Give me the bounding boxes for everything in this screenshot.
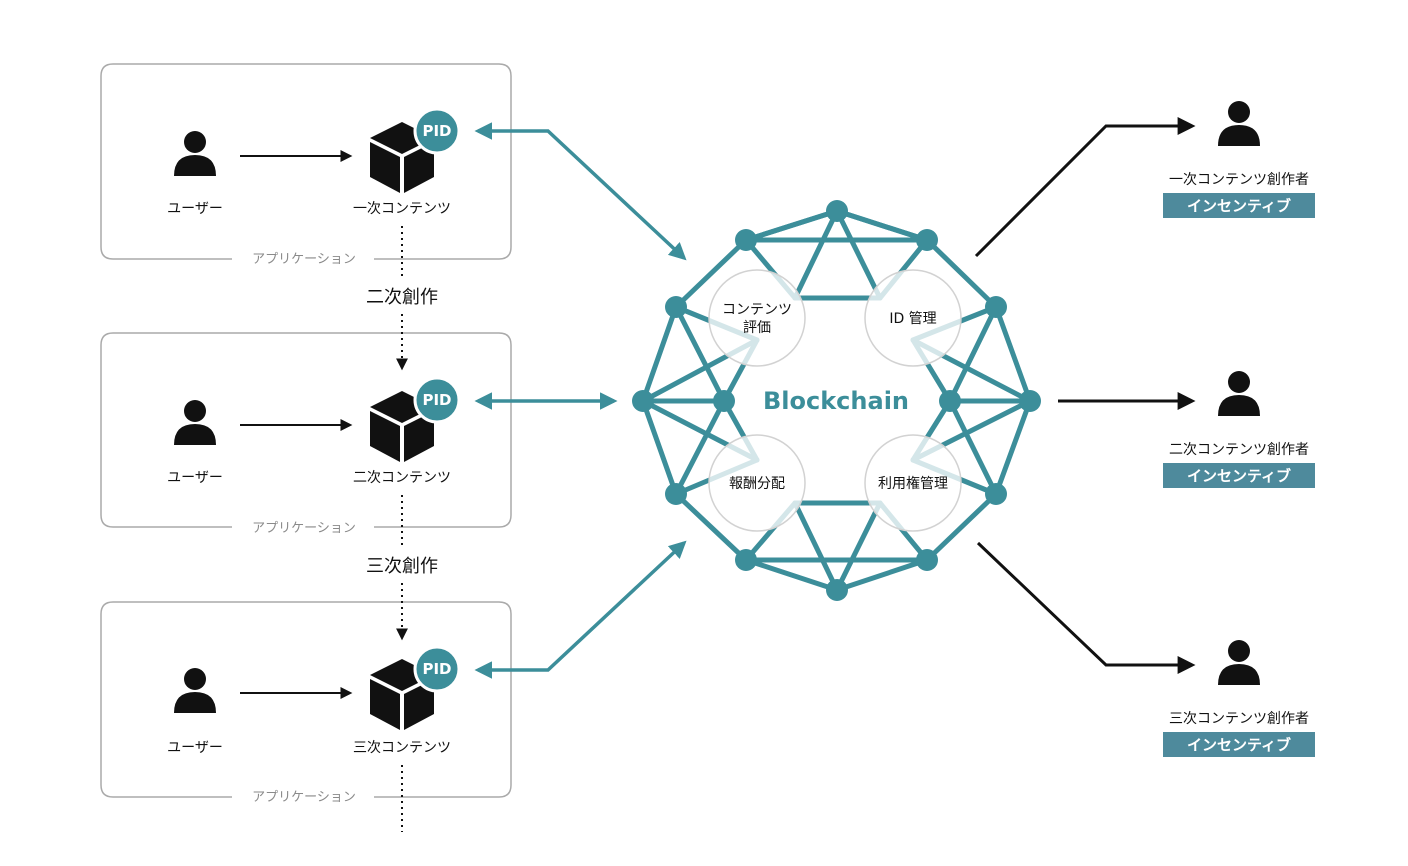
incentive-badge bbox=[1163, 732, 1315, 757]
network-edge bbox=[640, 398, 679, 497]
network-edge bbox=[673, 491, 749, 563]
content-label: 二次コンテンツ bbox=[353, 470, 451, 486]
incentive-badge bbox=[1163, 463, 1315, 488]
person-icon bbox=[174, 131, 216, 176]
function-content-evaluation: コンテンツ 評価 bbox=[708, 269, 806, 367]
person-icon bbox=[1218, 371, 1260, 416]
network-node bbox=[632, 390, 654, 412]
network-edge bbox=[640, 304, 679, 404]
network-node bbox=[1019, 390, 1041, 412]
network-edge bbox=[947, 304, 999, 404]
derivation-label-2: 三次創作 bbox=[366, 556, 438, 577]
user-label: ユーザー bbox=[167, 201, 223, 217]
creator-2: 二次コンテンツ創作者 インセンティブ bbox=[1163, 371, 1315, 488]
network-node bbox=[665, 483, 687, 505]
application-box-2: アプリケーション ユーザー PID 二次コンテンツ bbox=[100, 332, 512, 536]
network-edge bbox=[947, 398, 999, 497]
network-edge bbox=[924, 491, 999, 563]
function-reward-distribution: 報酬分配 bbox=[708, 434, 806, 532]
application-box-1: アプリケーション ユーザー PID 一次コンテンツ bbox=[100, 63, 512, 267]
arrow-icon bbox=[974, 117, 1196, 258]
svg-text:評価: 評価 bbox=[743, 320, 771, 336]
network-edge bbox=[743, 557, 840, 593]
network-edge bbox=[792, 208, 840, 301]
person-icon bbox=[174, 668, 216, 713]
creator-3: 三次コンテンツ創作者 インセンティブ bbox=[1163, 640, 1315, 757]
creator-arrows bbox=[974, 117, 1196, 674]
derivation-label-1: 二次創作 bbox=[366, 287, 438, 308]
user-label: ユーザー bbox=[167, 740, 223, 756]
incentive-badge-label: インセンティブ bbox=[1187, 467, 1291, 485]
incentive-badge-label: インセンティブ bbox=[1187, 197, 1291, 215]
network-edge bbox=[673, 398, 727, 497]
incentive-badge bbox=[1163, 193, 1315, 218]
arrow-icon bbox=[474, 122, 687, 261]
creator-1: 一次コンテンツ創作者 インセンティブ bbox=[1163, 101, 1315, 218]
network-node bbox=[826, 579, 848, 601]
application-frame bbox=[100, 601, 512, 798]
network-edge bbox=[834, 208, 930, 243]
network-node bbox=[735, 229, 757, 251]
network-node bbox=[826, 200, 848, 222]
content-label: 三次コンテンツ bbox=[353, 740, 451, 756]
blockchain-title: Blockchain bbox=[763, 387, 909, 415]
network-node bbox=[735, 549, 757, 571]
user-label: ユーザー bbox=[167, 470, 223, 486]
network-edge bbox=[834, 208, 883, 301]
network-node bbox=[939, 390, 961, 412]
network-edge bbox=[924, 237, 999, 310]
network-edge bbox=[743, 208, 840, 243]
network-edge bbox=[834, 500, 883, 593]
application-frame bbox=[100, 63, 512, 260]
pid-badge: PID bbox=[413, 376, 461, 424]
application-label: アプリケーション bbox=[252, 521, 356, 536]
blockchain-network: コンテンツ 評価 ID 管理 報酬分配 利用権管理 Blockchain bbox=[632, 200, 1041, 601]
blockchain-connectors bbox=[474, 122, 687, 679]
svg-text:PID: PID bbox=[422, 122, 451, 140]
svg-text:コンテンツ: コンテンツ bbox=[722, 302, 792, 318]
person-icon bbox=[1218, 101, 1260, 146]
function-usage-rights-management: 利用権管理 bbox=[864, 434, 962, 532]
svg-text:報酬分配: 報酬分配 bbox=[729, 476, 785, 492]
person-icon bbox=[1218, 640, 1260, 685]
network-node bbox=[916, 229, 938, 251]
svg-text:PID: PID bbox=[422, 660, 451, 678]
network-edge bbox=[673, 237, 749, 310]
person-icon bbox=[174, 400, 216, 445]
function-id-management: ID 管理 bbox=[864, 269, 962, 367]
arrow-icon bbox=[976, 541, 1196, 674]
application-frame bbox=[100, 332, 512, 528]
application-label: アプリケーション bbox=[252, 790, 356, 805]
creator-label: 三次コンテンツ創作者 bbox=[1169, 711, 1309, 727]
creator-label: 二次コンテンツ創作者 bbox=[1169, 442, 1309, 458]
creator-label: 一次コンテンツ創作者 bbox=[1169, 172, 1309, 188]
network-node bbox=[985, 296, 1007, 318]
pid-badge: PID bbox=[413, 645, 461, 693]
network-edge bbox=[993, 398, 1033, 497]
pid-badge: PID bbox=[413, 107, 461, 155]
network-edge bbox=[792, 500, 840, 593]
network-node bbox=[713, 390, 735, 412]
network-node bbox=[916, 549, 938, 571]
application-box-3: アプリケーション ユーザー PID 三次コンテンツ bbox=[100, 601, 512, 805]
application-label: アプリケーション bbox=[252, 252, 356, 267]
derivation-flow: 二次創作 三次創作 bbox=[366, 226, 438, 832]
content-label: 一次コンテンツ bbox=[353, 201, 451, 217]
network-node bbox=[985, 483, 1007, 505]
network-node bbox=[665, 296, 687, 318]
svg-text:利用権管理: 利用権管理 bbox=[878, 475, 948, 492]
incentive-badge-label: インセンティブ bbox=[1187, 736, 1291, 754]
arrow-icon bbox=[474, 540, 687, 679]
network-edge bbox=[673, 304, 727, 404]
svg-text:PID: PID bbox=[422, 391, 451, 409]
network-edge bbox=[993, 304, 1033, 404]
svg-text:ID 管理: ID 管理 bbox=[889, 311, 936, 327]
network-edge bbox=[834, 557, 930, 593]
